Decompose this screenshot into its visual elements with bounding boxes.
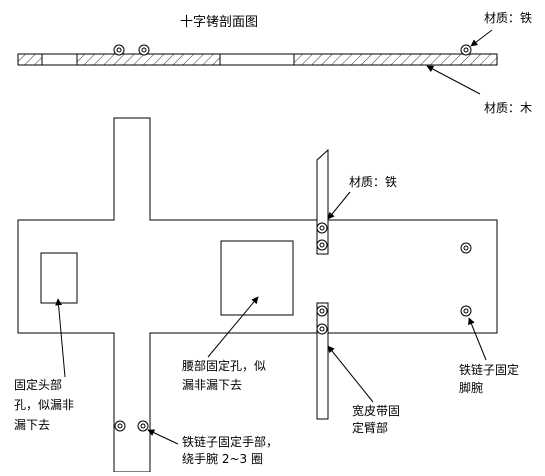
hatch-segment-mid (76, 53, 221, 66)
ankle-chain-label: 铁链子固定 脚腕 (459, 362, 523, 395)
iron-plate-lower (316, 302, 329, 420)
head-hole-arrow (55, 298, 66, 378)
waist-hole-label: 腰部固定孔，似 漏非漏下去 (182, 358, 270, 392)
ankle-chain-label-line-1: 铁链子固定 (459, 362, 519, 377)
bar-rivets (113, 44, 472, 56)
head-hole-label: 固定头部 孔，似漏非 漏下去 (14, 377, 78, 432)
arm-strap-label: 宽皮带固 定臂部 (352, 403, 404, 435)
hatch-segment-right (293, 53, 498, 66)
arm-strap-arrow (327, 345, 374, 403)
top-material-wood-label: 材质：木 (484, 101, 532, 115)
arm-material-iron-label: 材质：铁 (349, 175, 397, 189)
head-hole (40, 252, 78, 304)
diagram-title: 十字铐剖面图 (180, 15, 258, 30)
body-rivets (114, 222, 472, 432)
top-iron-arrow (470, 29, 493, 47)
wrist-chain-arrow (147, 429, 179, 445)
waist-hole-label-line-2: 漏非漏下去 (182, 378, 242, 392)
wrist-chain-label: 铁链子固定手部， 绕手腕 2~3 圈 (182, 434, 282, 466)
ankle-chain-label-line-2: 脚腕 (459, 380, 483, 395)
cross-section-bar (17, 53, 498, 66)
arm-iron-arrow (327, 191, 351, 220)
ankle-chain-arrow (468, 317, 487, 361)
head-hole-label-line-2: 孔，似漏非 (14, 398, 74, 412)
wrist-chain-label-line-1: 铁链子固定手部， (182, 434, 278, 449)
head-hole-label-line-3: 漏下去 (14, 418, 50, 432)
top-wood-arrow (426, 65, 481, 95)
waist-hole (220, 240, 294, 316)
iron-plate-upper (316, 148, 329, 255)
top-material-iron-label: 材质：铁 (484, 11, 532, 25)
waist-hole-arrow (207, 296, 259, 358)
hatch-segment-left (17, 53, 43, 66)
arm-strap-label-line-2: 定臂部 (352, 420, 388, 435)
arm-strap-label-line-1: 宽皮带固 (352, 403, 400, 418)
head-hole-label-line-1: 固定头部 (14, 377, 62, 392)
waist-hole-label-line-1: 腰部固定孔，似 (182, 358, 266, 373)
wrist-chain-label-line-2: 绕手腕 2~3 圈 (182, 451, 263, 466)
